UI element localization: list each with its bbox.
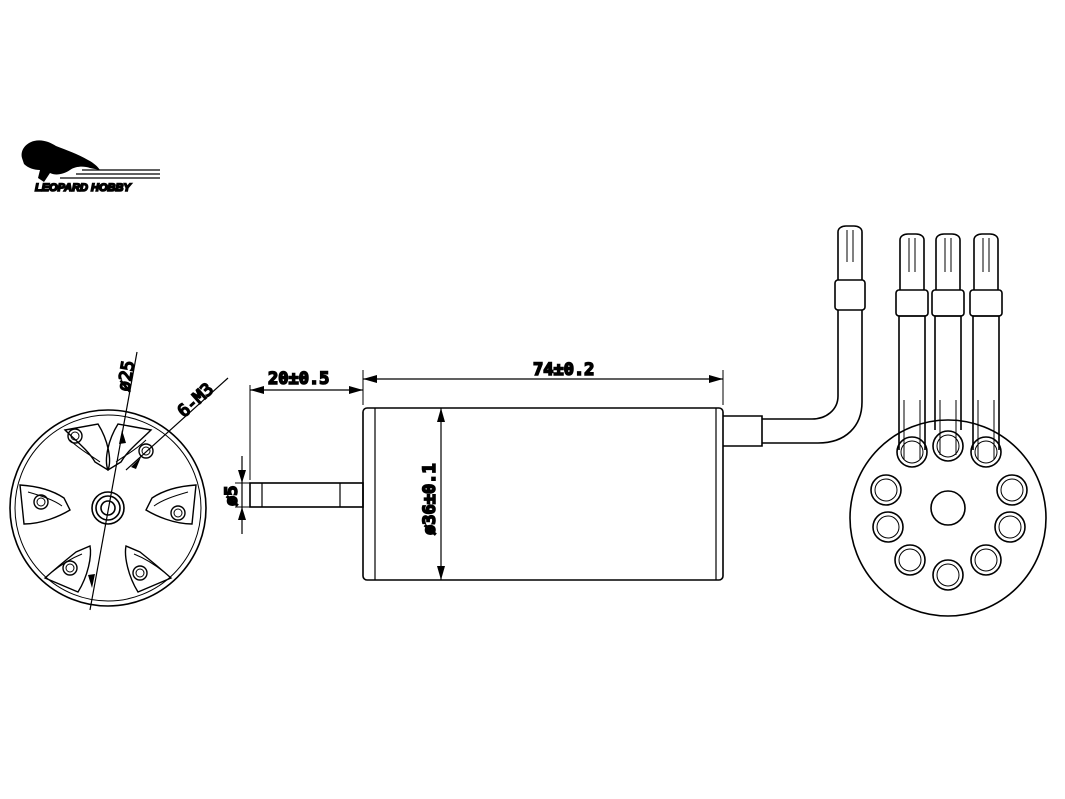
vent-hole (936, 563, 960, 587)
wire-grommet (936, 434, 960, 458)
side-view: 20±0.5 74±0.2 ø36±0.1 ø5 (221, 225, 866, 581)
mount-hole (138, 443, 154, 459)
arrow-head (437, 566, 445, 580)
motor-body (362, 407, 724, 581)
front-shaft (100, 500, 116, 516)
vent-hole (998, 515, 1022, 539)
pocket (124, 545, 173, 593)
pocket-inner (115, 439, 147, 463)
arrow-head (238, 470, 246, 483)
arrow-head (238, 507, 246, 520)
side-connector-sleeve (834, 279, 866, 311)
vent-hole (894, 544, 926, 576)
phase-wire (898, 315, 926, 450)
vent-hole (872, 511, 904, 543)
mount-hole (135, 568, 145, 578)
pocket (145, 484, 197, 525)
phase-wire (934, 315, 962, 430)
leopard-head-icon (21, 140, 101, 182)
arrow-head (119, 430, 126, 444)
vent-hole (932, 559, 964, 591)
rear-view (849, 233, 1047, 617)
mount-hole (65, 563, 75, 573)
mount-hole (132, 565, 148, 581)
front-outer-circle (9, 409, 207, 607)
arrow-head (709, 375, 723, 383)
motor-shaft (249, 482, 364, 508)
connector-pin (935, 233, 961, 290)
mount-hole (170, 505, 186, 521)
wire-grommet (970, 436, 1002, 468)
pocket-inner (133, 553, 165, 573)
mount-hole (173, 508, 183, 518)
connector-sleeve (931, 289, 965, 317)
vent-hole (874, 478, 898, 502)
vent-hole (994, 511, 1026, 543)
rear-outer-circle (849, 419, 1047, 617)
vent-hole (970, 544, 1002, 576)
pocket (43, 545, 92, 593)
wire-grommet (974, 440, 998, 464)
wire-grommet (896, 436, 928, 468)
dim-shaft-length: 20±0.5 (268, 369, 329, 389)
arrow-head (250, 386, 264, 394)
leopard-hobby-logo: LEOPARD HOBBY (21, 140, 160, 195)
vent-hole (974, 548, 998, 572)
mount-hole (33, 494, 49, 510)
pocket (105, 423, 153, 472)
connector-pin (899, 233, 925, 290)
rear-vent-holes (870, 474, 1028, 591)
vent-hole (996, 474, 1028, 506)
m3-leader (125, 377, 229, 471)
pocket (19, 484, 71, 525)
vent-hole (870, 474, 902, 506)
front-mount-holes (33, 428, 186, 581)
side-cable-wire (762, 310, 839, 420)
arrow-head (349, 386, 363, 394)
front-inner-rim (14, 414, 202, 602)
mount-hole (62, 560, 78, 576)
dim-shaft-diameter: ø5 (222, 486, 242, 506)
phase-wire (972, 315, 1000, 450)
pocket-inner (153, 491, 189, 507)
phase-wires (895, 233, 1003, 468)
arrow-head (363, 375, 377, 383)
side-cable (723, 415, 763, 447)
mount-hole (70, 431, 80, 441)
pocket (63, 423, 111, 472)
connector-sleeve (895, 289, 929, 317)
front-view: ø25 6-M3 (9, 351, 229, 611)
wire-grommet (900, 440, 924, 464)
front-hub-outer (91, 491, 125, 525)
dim-body-length: 74±0.2 (533, 360, 594, 380)
dia25-leader (89, 351, 138, 611)
wire-grommet (932, 430, 964, 462)
logo-text: LEOPARD HOBBY (35, 182, 132, 194)
dim-mount-holes: 6-M3 (174, 379, 218, 421)
vent-hole (898, 548, 922, 572)
vent-hole (876, 515, 900, 539)
front-hub-mid (95, 495, 121, 521)
side-cable-wire (762, 310, 863, 444)
connector-sleeve (969, 289, 1003, 317)
rear-center-hole (930, 490, 966, 526)
arrow-head (88, 574, 95, 588)
arrow-head (131, 457, 141, 469)
dim-body-diameter: ø36±0.1 (420, 463, 440, 535)
arrow-head (437, 408, 445, 422)
vent-hole (1000, 478, 1024, 502)
dim-mount-circle: ø25 (114, 359, 139, 393)
mount-hole (67, 428, 83, 444)
mount-hole (36, 497, 46, 507)
side-connector-pin (837, 225, 863, 280)
front-pockets (19, 423, 197, 593)
connector-pin (973, 233, 999, 290)
mount-hole (141, 446, 151, 456)
